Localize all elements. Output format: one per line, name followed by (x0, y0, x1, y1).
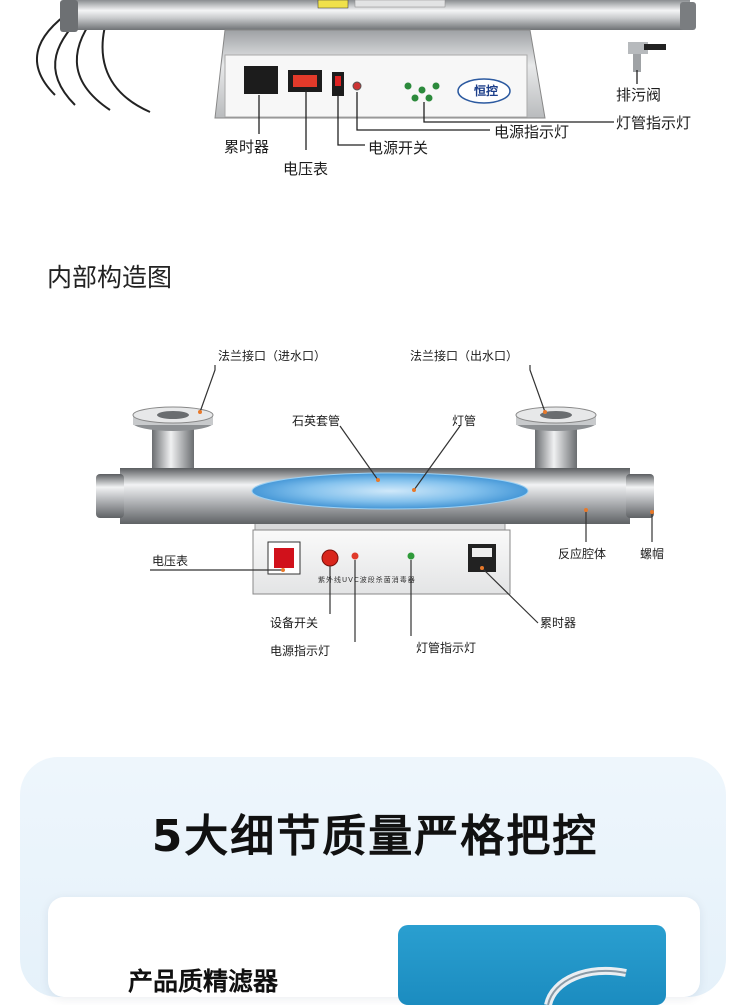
label-flange-in: 法兰接口（进水口） (218, 349, 327, 363)
label-power-indicator-diagram: 电源指示灯 (270, 644, 331, 658)
product-photo-top (0, 0, 750, 190)
product-image-panel (398, 925, 666, 1005)
label-drain-valve: 排污阀 (616, 86, 662, 104)
structure-diagram (0, 330, 750, 670)
label-power-switch-top: 电源开关 (368, 139, 429, 157)
feature-title: 5大细节质量严格把控 (151, 811, 599, 862)
label-voltmeter-diagram: 电压表 (152, 554, 189, 568)
label-lamp: 灯管 (452, 414, 477, 428)
label-accumulator-top: 累时器 (224, 138, 270, 156)
label-nut-cap: 螺帽 (640, 547, 665, 561)
label-device-switch: 设备开关 (270, 616, 319, 630)
panel-product-text: 紫外线UVC波段杀菌消毒器 (318, 576, 416, 584)
label-voltmeter-top: 电压表 (283, 160, 329, 178)
label-reactor: 反应腔体 (558, 547, 607, 561)
section-heading: 内部构造图 (47, 263, 173, 292)
label-accumulator-diagram: 累时器 (540, 616, 577, 630)
label-power-indicator-top: 电源指示灯 (494, 123, 570, 141)
label-lamp-indicator-top: 灯管指示灯 (616, 114, 692, 132)
feature-subtitle: 产品质精滤器 (128, 967, 279, 996)
label-flange-out: 法兰接口（出水口） (410, 349, 519, 363)
brand-badge: 恒控 (473, 84, 498, 98)
label-quartz-sleeve: 石英套管 (292, 414, 341, 428)
label-lamp-indicator-diagram: 灯管指示灯 (416, 641, 477, 655)
